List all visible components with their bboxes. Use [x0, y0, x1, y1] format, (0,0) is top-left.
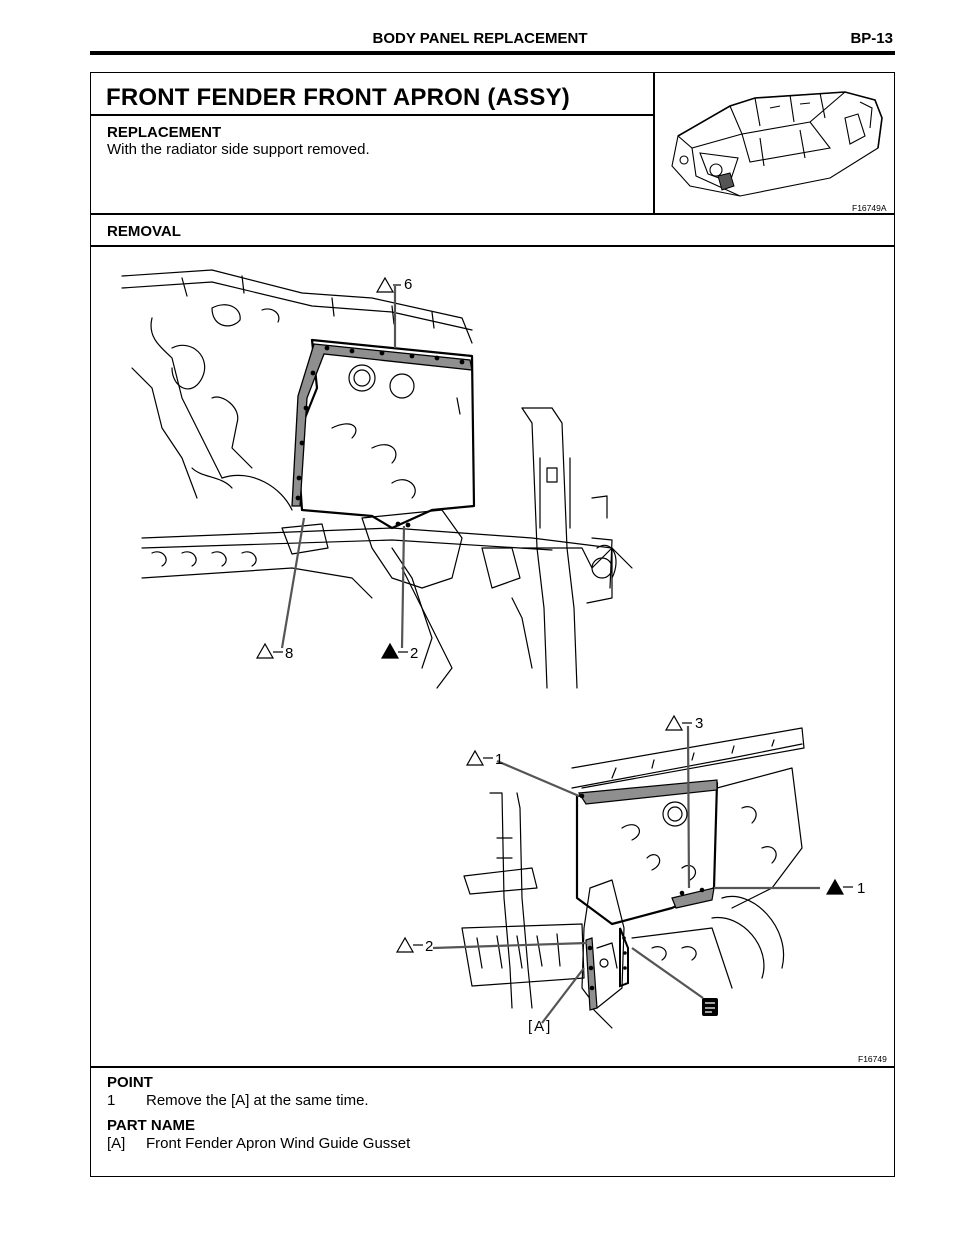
replacement-text: With the radiator side support removed.: [107, 141, 370, 158]
replacement-divider: [90, 213, 895, 215]
callout-8: 8: [285, 645, 294, 662]
page-header-title: BODY PANEL REPLACEMENT: [372, 30, 588, 47]
part-name-code: [A]: [107, 1135, 126, 1152]
header-rule: [90, 51, 895, 55]
point-item-text: Remove the [A] at the same time.: [146, 1092, 369, 1109]
page-number: BP-13: [850, 30, 893, 47]
replacement-heading: REPLACEMENT: [107, 124, 222, 141]
removal-diagram: [121, 269, 853, 1029]
figure-code: F16749: [858, 1054, 887, 1064]
callout-2-top: 2: [410, 645, 419, 662]
part-name-heading: PART NAME: [107, 1117, 196, 1134]
thumbnail-code: F16749A: [852, 203, 887, 213]
vehicle-thumbnail: [671, 91, 883, 197]
callout-1-left: 1: [495, 751, 504, 768]
section-title: FRONT FENDER FRONT APRON (ASSY): [106, 84, 570, 111]
callout-6: 6: [404, 276, 413, 293]
callout-a: [A]: [528, 1018, 553, 1035]
thumb-divider: [653, 72, 655, 214]
point-heading: POINT: [107, 1074, 153, 1091]
figure-divider: [90, 1066, 895, 1068]
callout-3: 3: [695, 715, 704, 732]
callout-2-bottom: 2: [425, 938, 434, 955]
point-item-num: 1: [107, 1092, 116, 1109]
title-underline: [90, 114, 654, 116]
removal-heading: REMOVAL: [107, 223, 181, 240]
content-frame: [90, 72, 895, 1177]
callout-1-right: 1: [857, 880, 866, 897]
part-name-text: Front Fender Apron Wind Guide Gusset: [146, 1135, 411, 1152]
removal-divider: [90, 245, 895, 247]
